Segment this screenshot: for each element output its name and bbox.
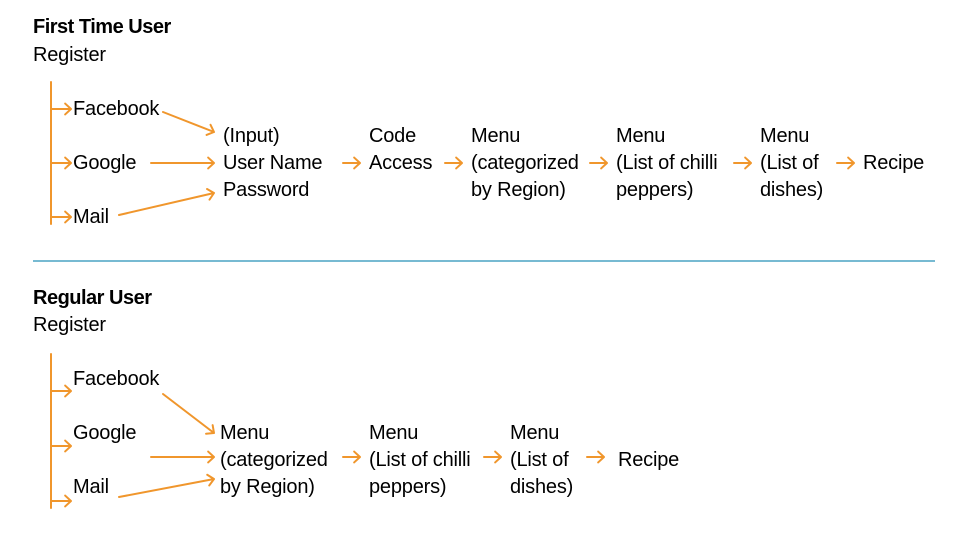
first-step-code-line1: Code bbox=[369, 125, 417, 147]
regular-step-menu-peppers-line1: Menu bbox=[369, 422, 419, 444]
first-step-input-line2: User Name bbox=[223, 152, 323, 174]
first-connector-mail-input bbox=[118, 188, 215, 216]
first-branch-arrow-google bbox=[50, 156, 72, 170]
regular-section-subtitle: Register bbox=[33, 314, 106, 336]
first-step-code-line2: Access bbox=[369, 152, 433, 174]
first-step-menu-dishes-line3: dishes) bbox=[760, 179, 824, 201]
first-step-input-line3: Password bbox=[223, 179, 310, 201]
regular-section-title: Regular User bbox=[33, 287, 152, 309]
first-step-input-line1: (Input) bbox=[223, 125, 280, 147]
regular-step-menu-region-line1: Menu bbox=[220, 422, 270, 444]
regular-branch-arrow-facebook bbox=[50, 384, 72, 398]
first-connector-google-input bbox=[150, 156, 215, 170]
first-flow-arrow-1 bbox=[342, 156, 361, 170]
first-step-recipe: Recipe bbox=[863, 152, 925, 174]
first-step-menu-peppers-line3: peppers) bbox=[616, 179, 694, 201]
regular-option-mail: Mail bbox=[73, 476, 109, 498]
first-branch-arrow-facebook bbox=[50, 102, 72, 116]
first-section-title: First Time User bbox=[33, 16, 171, 38]
first-option-google: Google bbox=[73, 152, 137, 174]
first-branch-arrow-mail bbox=[50, 210, 72, 224]
regular-option-facebook: Facebook bbox=[73, 368, 160, 390]
regular-branch-arrow-mail bbox=[50, 494, 72, 508]
first-step-menu-dishes-line2: (List of bbox=[760, 152, 819, 174]
regular-connector-mail-menu bbox=[118, 473, 215, 498]
regular-step-menu-dishes-line3: dishes) bbox=[510, 476, 574, 498]
regular-step-recipe: Recipe bbox=[618, 449, 680, 471]
first-flow-arrow-4 bbox=[733, 156, 752, 170]
first-step-menu-region-line1: Menu bbox=[471, 125, 521, 147]
first-step-menu-dishes-line1: Menu bbox=[760, 125, 810, 147]
regular-step-menu-peppers-line3: peppers) bbox=[369, 476, 447, 498]
regular-step-menu-region-line2: (categorized bbox=[220, 449, 328, 471]
first-flow-arrow-5 bbox=[836, 156, 855, 170]
first-option-mail: Mail bbox=[73, 206, 109, 228]
regular-option-google: Google bbox=[73, 422, 137, 444]
regular-flow-arrow-2 bbox=[483, 450, 502, 464]
regular-branch-arrow-google bbox=[50, 439, 72, 453]
regular-step-menu-dishes-line1: Menu bbox=[510, 422, 560, 444]
first-connector-facebook-input bbox=[162, 111, 215, 136]
first-step-menu-region-line2: (categorized bbox=[471, 152, 579, 174]
first-flow-arrow-2 bbox=[444, 156, 463, 170]
first-flow-arrow-3 bbox=[589, 156, 608, 170]
regular-connector-google-menu bbox=[150, 450, 215, 464]
regular-step-menu-peppers-line2: (List of chilli bbox=[369, 449, 471, 471]
first-step-menu-peppers-line1: Menu bbox=[616, 125, 666, 147]
first-option-facebook: Facebook bbox=[73, 98, 160, 120]
regular-flow-arrow-3 bbox=[586, 450, 605, 464]
first-step-menu-peppers-line2: (List of chilli bbox=[616, 152, 718, 174]
first-step-menu-region-line3: by Region) bbox=[471, 179, 566, 201]
regular-connector-facebook-menu bbox=[162, 393, 215, 435]
regular-flow-arrow-1 bbox=[342, 450, 361, 464]
regular-step-menu-dishes-line2: (List of bbox=[510, 449, 569, 471]
first-section-subtitle: Register bbox=[33, 44, 106, 66]
regular-step-menu-region-line3: by Region) bbox=[220, 476, 315, 498]
